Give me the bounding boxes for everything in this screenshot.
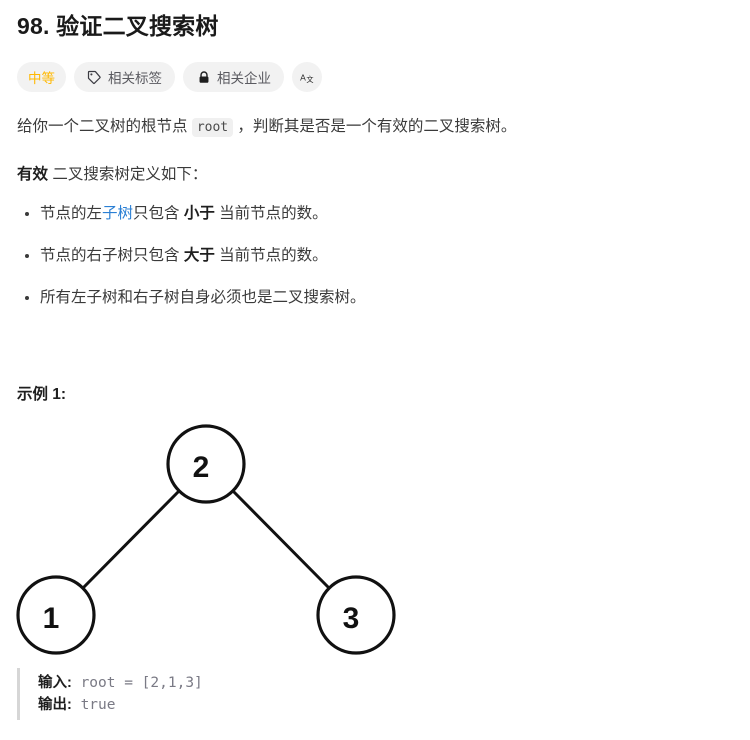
bullet-segment-bold: 大于 [183, 247, 215, 264]
definition-bold-lead: 有效 [17, 166, 49, 183]
bullet-segment: 节点的左 [40, 205, 103, 222]
tree-node-root-label: 2 [193, 451, 210, 484]
related-tags-button[interactable]: 相关标签 [74, 62, 175, 92]
example-heading: 示例 1: [17, 386, 67, 403]
tree-node-left-circle [16, 575, 96, 655]
difficulty-badge[interactable]: 中等 [17, 62, 66, 92]
bullet-segment-bold: 小于 [183, 205, 215, 222]
tree-node-root-circle [166, 424, 246, 504]
example-output-line: 输出: true [38, 694, 203, 716]
tree-node-right-circle [316, 575, 396, 655]
list-item: 节点的右子树只包含 大于 当前节点的数。 [25, 244, 733, 268]
bullet-segment: 所有左子树和右子树自身必须也是二叉搜索树。 [40, 289, 366, 306]
svg-text:A: A [300, 72, 306, 82]
related-companies-button[interactable]: 相关企业 [183, 62, 284, 92]
translate-button[interactable]: A 文 [292, 62, 322, 92]
definition-rest: 二叉搜索树定义如下： [48, 166, 208, 183]
related-tags-label: 相关标签 [108, 71, 162, 86]
subtree-link[interactable]: 子树 [102, 205, 134, 222]
related-companies-label: 相关企业 [217, 71, 271, 86]
bullet-segment: 当前节点的数。 [214, 247, 328, 264]
bullet-segment: 只包含 [133, 205, 184, 222]
tree-node-left-label: 1 [43, 602, 60, 635]
tree-edge-root-right [231, 489, 331, 590]
list-item: 节点的左子树只包含 小于 当前节点的数。 [25, 202, 733, 226]
tag-icon [87, 70, 102, 85]
definition-bullet-list: 节点的左子树只包含 小于 当前节点的数。 节点的右子树只包含 大于 当前节点的数… [17, 202, 733, 310]
input-value: root = [2,1,3] [71, 675, 203, 691]
list-item: 所有左子树和右子树自身必须也是二叉搜索树。 [25, 286, 733, 310]
binary-tree-diagram: 2 1 3 [0, 415, 420, 665]
bullet-segment: 当前节点的数。 [214, 205, 328, 222]
intro-text-after: ，判断其是否是一个有效的二叉搜索树。 [233, 118, 517, 135]
definition-paragraph: 有效 二叉搜索树定义如下： [17, 162, 733, 188]
svg-text:文: 文 [306, 75, 313, 84]
intro-text-before: 给你一个二叉树的根节点 [17, 118, 192, 135]
example-input-line: 输入: root = [2,1,3] [38, 672, 203, 694]
lock-icon [196, 70, 211, 85]
page-title: 98. 验证二叉搜索树 [17, 13, 219, 39]
tree-node-right-label: 3 [343, 602, 360, 635]
translate-icon: A 文 [300, 70, 315, 85]
output-label: 输出: [38, 697, 72, 713]
problem-description-page: 98. 验证二叉搜索树 中等 相关标签 相关企业 [0, 0, 750, 310]
tree-edge-root-left [81, 489, 181, 590]
bullet-segment: 节点的右子树只包含 [40, 247, 184, 264]
inline-code-root: root [191, 118, 234, 137]
example-io-block: 输入: root = [2,1,3] 输出: true [17, 668, 203, 720]
output-value: true [71, 697, 116, 713]
problem-badge-row: 中等 相关标签 相关企业 A [17, 62, 733, 92]
input-label: 输入: [38, 675, 72, 691]
difficulty-label: 中等 [28, 71, 55, 86]
problem-intro-paragraph: 给你一个二叉树的根节点 root ，判断其是否是一个有效的二叉搜索树。 [17, 114, 733, 141]
